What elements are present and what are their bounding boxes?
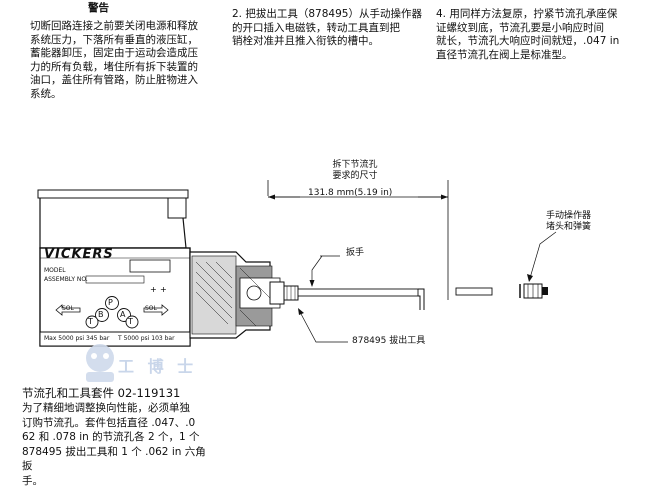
step-4-text: 4. 用同样方法复原，拧紧节流孔承座保 证螺纹到底，节流孔要是小响应时间 就长，… xyxy=(436,8,620,61)
kit-body: 为了精细地调整换向性能，必须单独 订购节流孔。套件包括直径 .047、.0 62… xyxy=(22,402,206,487)
port-b-label: B xyxy=(98,310,104,319)
port-a-label: A xyxy=(120,310,126,319)
assembly-label: ASSEMBLY NO. xyxy=(44,276,88,283)
measure-value: 131.8 mm(5.19 in) xyxy=(308,188,393,198)
valve-diagram: + + xyxy=(37,180,557,382)
svg-text:+: + xyxy=(160,285,167,294)
step-2-text: 2. 把拔出工具（878495）从手动操作器 的开口插入电磁铁，转动工具直到把 … xyxy=(232,8,422,47)
port-t2-label: T xyxy=(128,317,133,326)
kit-title: 节流孔和工具套件 02-119131 xyxy=(22,386,181,400)
model-label: MODEL xyxy=(44,267,66,274)
dimension-line xyxy=(267,180,449,300)
port-t-label: T xyxy=(88,317,93,326)
manual-operator-label: 手动操作器 堵头和弹簧 xyxy=(546,211,592,232)
wrench-label: 扳手 xyxy=(346,248,365,258)
warning-body: 切断回路连接之前要关闭电源和释放 系统压力，下落所有垂直的液压缸， 蓄能器卸压，… xyxy=(30,20,198,100)
watermark-text: 工 博 士 xyxy=(118,357,198,376)
manual-operator-parts xyxy=(455,283,548,299)
svg-text:+: + xyxy=(150,285,157,294)
measure-label: 拆下节流孔 要求的尺寸 xyxy=(332,160,378,181)
rating-right-label: T 5000 psi 103 bar xyxy=(118,335,175,342)
port-p-label: P xyxy=(108,298,113,307)
brand-logo: VICKERS xyxy=(44,247,114,262)
puller-tool xyxy=(297,288,425,310)
robot-watermark-icon xyxy=(86,344,114,382)
tool-label: 878495 拔出工具 xyxy=(352,336,426,346)
sol-right-label: SOL xyxy=(145,305,157,312)
solenoid-valve: + + xyxy=(37,189,299,347)
warning-title: 警告 xyxy=(88,2,109,14)
sol-left-label: SOL xyxy=(62,305,74,312)
rating-left-label: Max 5000 psi 345 bar xyxy=(44,335,110,342)
